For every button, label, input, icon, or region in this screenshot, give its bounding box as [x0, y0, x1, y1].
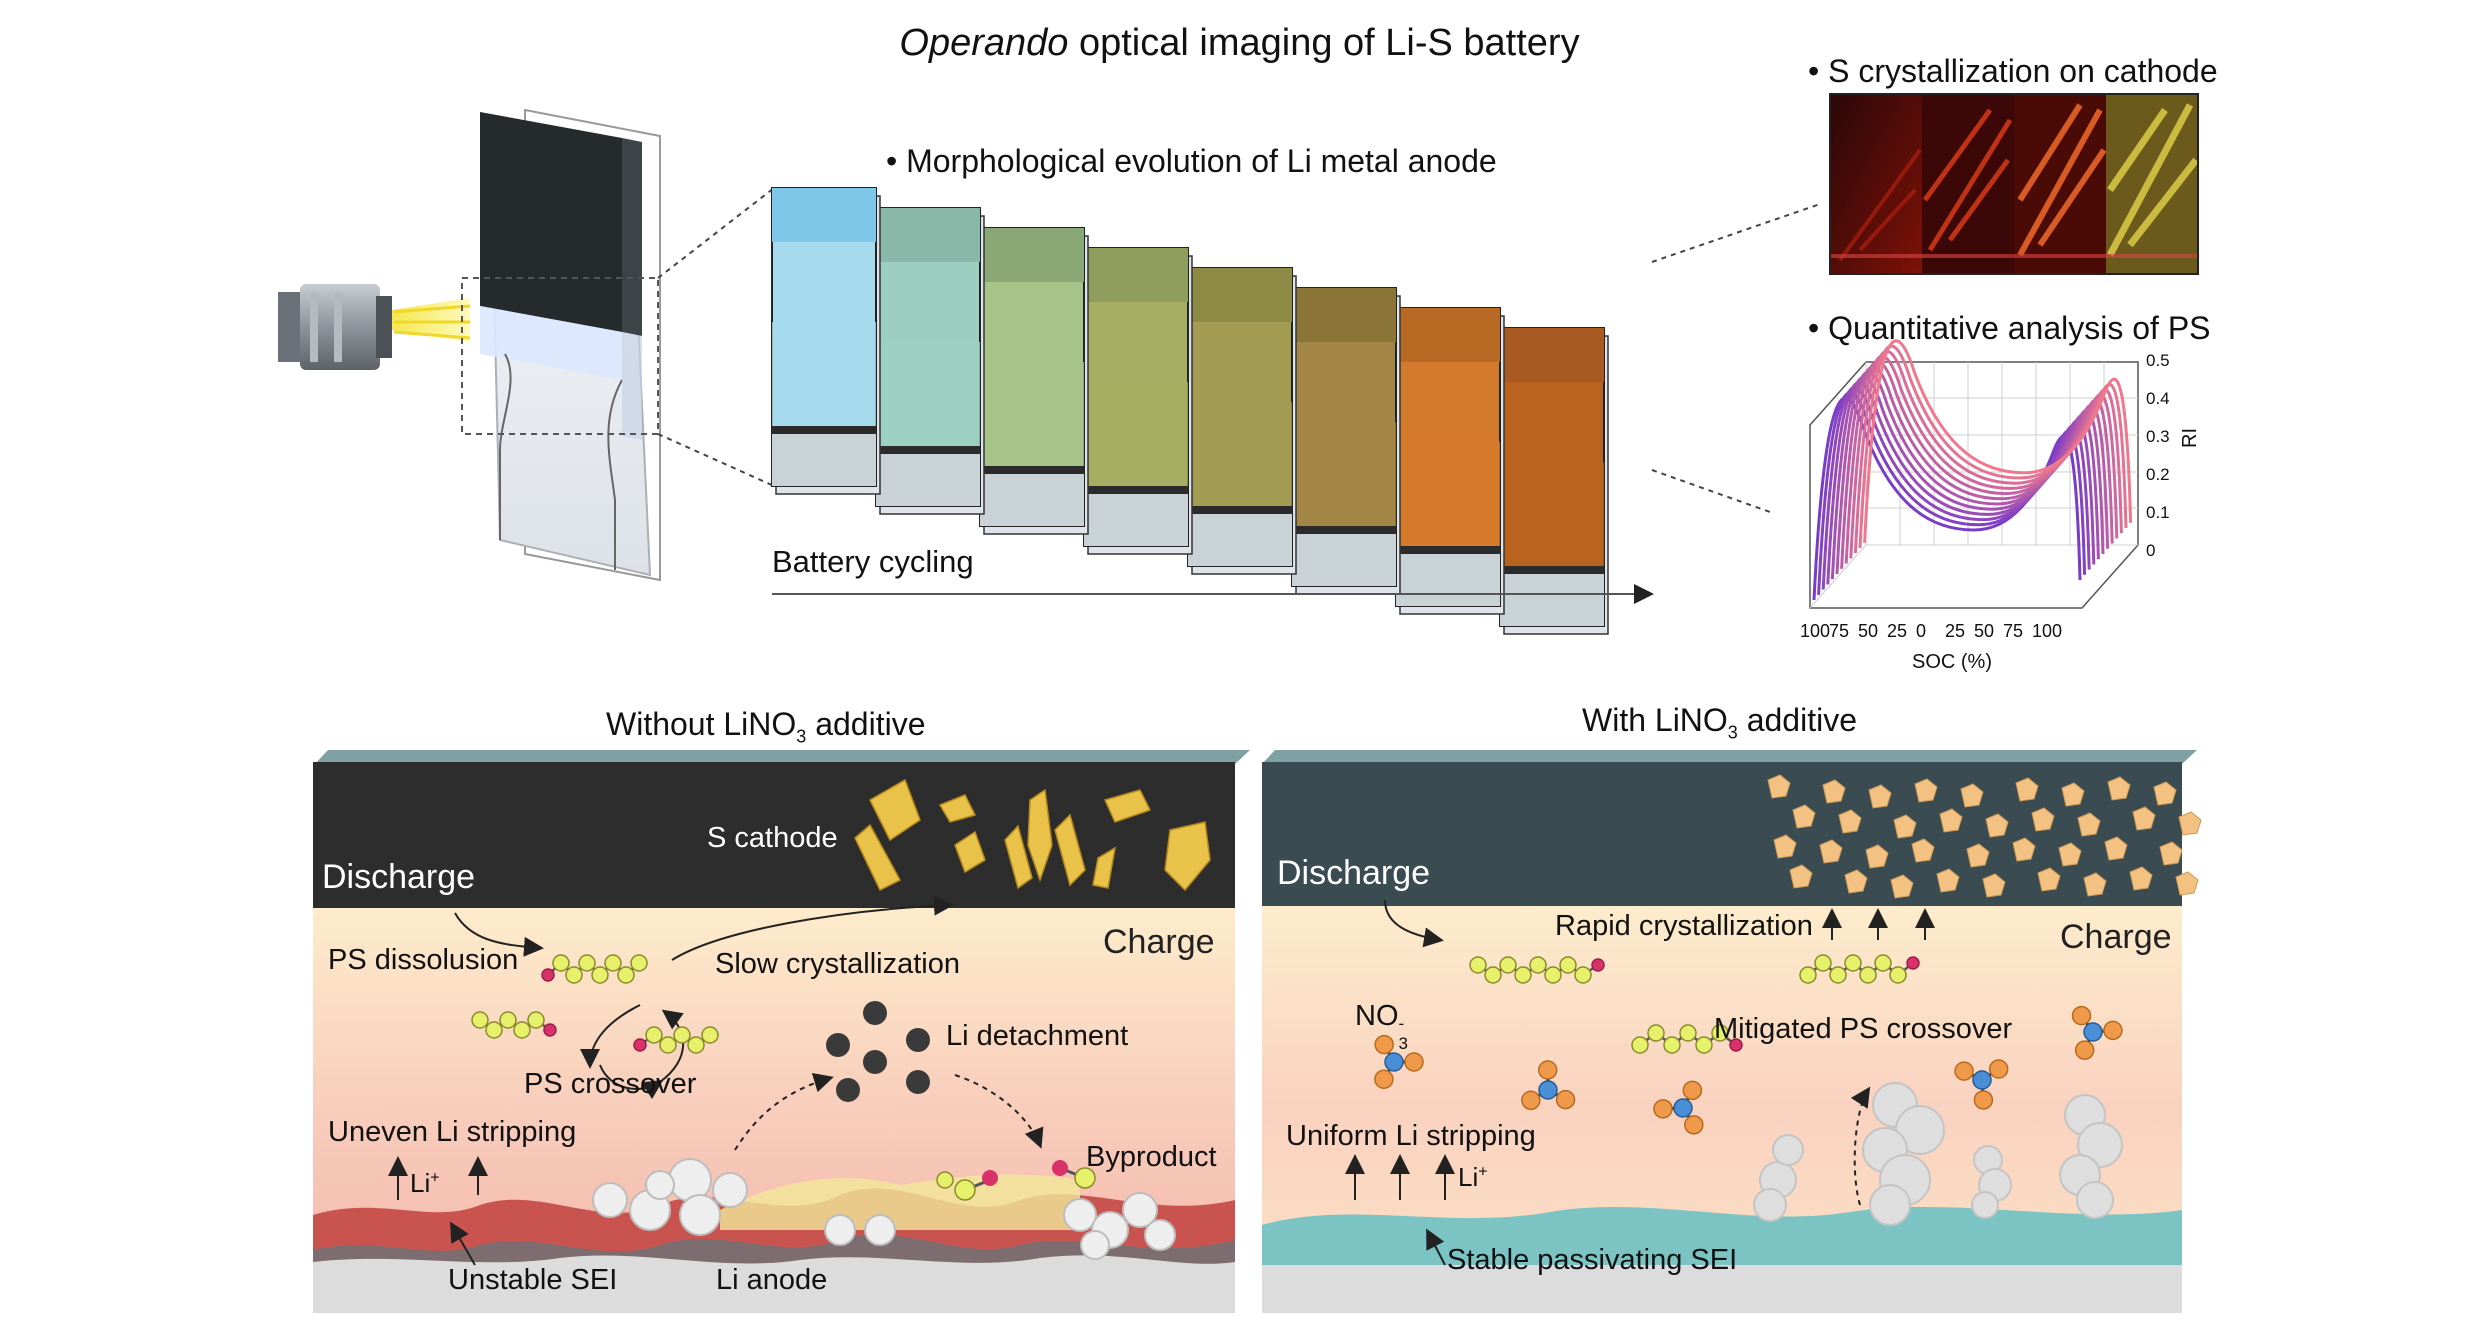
- stable-sei-label: Stable passivating SEI: [1447, 1244, 1738, 1276]
- plot-x-tick: 25: [1945, 621, 1966, 641]
- plot-x-tick: 75: [1829, 621, 1850, 641]
- anode-image-frame: [1499, 327, 1609, 635]
- right-discharge-label: Discharge: [1277, 854, 1431, 892]
- morphology-label: • Morphological evolution of Li metal an…: [886, 143, 1497, 179]
- no3-sub: 3: [1398, 1034, 1408, 1053]
- slow-crystallization-label: Slow crystallization: [715, 948, 960, 980]
- anode-image-frame: [1395, 307, 1505, 615]
- ps-dissolusion-label: PS dissolusion: [328, 944, 519, 976]
- plot-x-tick: 100: [1800, 621, 1831, 641]
- byproduct-molecule-icons: [936, 1160, 1096, 1201]
- plot-x-tick: 100: [2032, 621, 2063, 641]
- plot-y-label: RI: [2179, 428, 2201, 448]
- right-li-ion-label: Li+: [1458, 1164, 1488, 1190]
- no3-label: NO-3: [1355, 1000, 1413, 1053]
- li-detachment-label: Li detachment: [946, 1020, 1129, 1052]
- plot-x-tick: 0: [1916, 621, 1927, 641]
- uniform-li-stripping-label: Uniform Li stripping: [1286, 1120, 1536, 1152]
- left-discharge-label: Discharge: [322, 858, 476, 896]
- mitigated-crossover-label: Mitigated PS crossover: [1714, 1013, 2013, 1045]
- right-li-sup: +: [1478, 1163, 1488, 1181]
- nitrate-ion-icon: [1954, 1059, 2009, 1110]
- ps-quantitative-plot: [1809, 339, 2139, 609]
- right-panel-title: With LiNO3 additive: [1582, 704, 1857, 741]
- left-charge-label: Charge: [1103, 923, 1215, 961]
- right-charge-label: Charge: [2060, 918, 2172, 956]
- plot-x-tick: 50: [1974, 621, 1995, 641]
- anode-image-frame: [875, 207, 985, 515]
- light-beam-icon: [392, 298, 471, 342]
- nitrate-ion-icon: [1521, 1060, 1576, 1111]
- quantitative-label: • Quantitative analysis of PS: [1808, 310, 2211, 346]
- plot-y-tick: 0.2: [2146, 465, 2170, 484]
- left-li-ion-label: Li+: [410, 1170, 440, 1196]
- ri-curve: [1858, 344, 2128, 549]
- anode-image-frame: [1291, 287, 1401, 595]
- nitrate-ion-icon: [1653, 1080, 1704, 1135]
- polysulfide-chain-icons: [471, 954, 719, 1054]
- uneven-li-stripping-label: Uneven Li stripping: [328, 1116, 577, 1148]
- anode-image-frame: [1083, 247, 1193, 555]
- battery-cell-icon: [461, 108, 775, 582]
- without-lino3-panel: [313, 750, 1250, 1313]
- ri-curve: [1863, 339, 2133, 543]
- plot-x-label: SOC (%): [1912, 651, 1992, 673]
- left-title-pre: Without LiNO: [606, 706, 797, 742]
- title-rest: optical imaging of Li-S battery: [1068, 22, 1580, 64]
- anode-image-frame: [771, 187, 881, 495]
- unstable-sei-label: Unstable SEI: [448, 1264, 618, 1296]
- nitrate-ion-icon: [1374, 1034, 1424, 1090]
- plot-y-tick: 0.4: [2146, 389, 2170, 408]
- left-title-sub: 3: [796, 726, 807, 747]
- with-lino3-panel: [1262, 750, 2202, 1313]
- plot-curves: [1812, 339, 2133, 601]
- figure-title: Operando optical imaging of Li-S battery: [0, 24, 2479, 62]
- plot-y-tick: 0.1: [2146, 503, 2170, 522]
- nitrate-ion-icon: [2071, 1005, 2123, 1060]
- byproduct-label: Byproduct: [1086, 1141, 1217, 1173]
- plot-y-tick: 0: [2146, 541, 2156, 560]
- s-cathode-label: S cathode: [707, 822, 838, 854]
- plot-y-tick: 0.3: [2146, 427, 2170, 446]
- right-title-post: additive: [1737, 702, 1857, 738]
- left-title-post: additive: [806, 706, 926, 742]
- left-li-text: Li: [410, 1168, 431, 1198]
- s-crystallization-images: [1829, 93, 2199, 275]
- sulfur-nanocrystal-icons: [1767, 774, 2202, 899]
- battery-cycling-label: Battery cycling: [772, 544, 974, 579]
- polysulfide-chain-icons: [1469, 954, 1920, 1054]
- crystallization-label: • S crystallization on cathode: [1808, 53, 2218, 89]
- anode-image-frame: [979, 227, 1089, 535]
- plot-x-tick: 75: [2003, 621, 2024, 641]
- objective-lens-icon: [278, 284, 392, 370]
- left-panel-title: Without LiNO3 additive: [606, 708, 925, 745]
- plot-x-tick: 25: [1887, 621, 1908, 641]
- title-italic: Operando: [899, 22, 1069, 64]
- li-detachment-spheres: [826, 1001, 930, 1102]
- ps-crossover-label: PS crossover: [524, 1068, 697, 1100]
- no3-sup: -: [1398, 1014, 1405, 1033]
- sulfur-crystal-icons: [854, 778, 1211, 892]
- right-title-pre: With LiNO: [1582, 702, 1728, 738]
- li-anode-label: Li anode: [716, 1264, 828, 1296]
- anode-morphology-image-stack: [771, 187, 1609, 635]
- anode-image-frame: [1187, 267, 1297, 575]
- gas-cloud-icons: [1753, 1082, 2123, 1226]
- right-title-sub: 3: [1727, 722, 1738, 743]
- dead-li-spheres: [592, 1158, 1176, 1260]
- plot-x-tick: 50: [1858, 621, 1879, 641]
- plot-y-tick: 0.5: [2146, 351, 2170, 370]
- rapid-crystallization-label: Rapid crystallization: [1555, 910, 1813, 942]
- no3-text: NO: [1355, 1000, 1399, 1032]
- nitrate-ion-icons: [1374, 1005, 2123, 1135]
- right-li-text: Li: [1458, 1162, 1479, 1192]
- left-li-sup: +: [430, 1169, 440, 1187]
